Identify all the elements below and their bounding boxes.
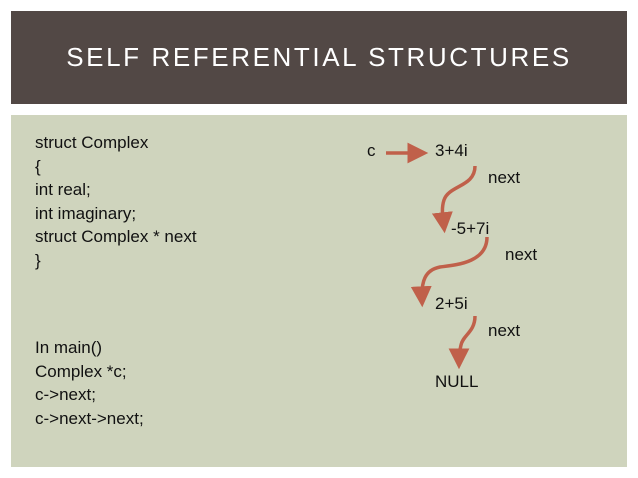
code-line: struct Complex * next: [35, 227, 197, 246]
content-panel: struct Complex { int real; int imaginary…: [11, 115, 627, 467]
code-line: c->next;: [35, 385, 96, 404]
struct-code-block: struct Complex { int real; int imaginary…: [35, 131, 197, 272]
code-line: }: [35, 250, 41, 270]
main-code-block: In main() Complex *c; c->next; c->next->…: [35, 336, 144, 430]
pointer-label: c: [367, 141, 376, 160]
code-line: c->next->next;: [35, 408, 144, 428]
code-line: {: [35, 156, 41, 176]
next-label-2: next: [505, 245, 538, 264]
null-node: NULL: [435, 372, 479, 391]
node-1: 3+4i: [435, 141, 468, 160]
linked-list-arrows: [386, 142, 489, 370]
node-3: 2+5i: [435, 294, 468, 313]
link-arrow-3: [448, 315, 477, 370]
link-arrow-1: [431, 165, 477, 234]
title-bar: SELF REFERENTIAL STRUCTURES: [11, 11, 627, 104]
code-line: int real;: [35, 180, 91, 199]
next-label-3: next: [488, 321, 521, 340]
code-line: int imaginary;: [35, 203, 137, 223]
slide-title: SELF REFERENTIAL STRUCTURES: [66, 42, 572, 72]
code-line: In main(): [35, 338, 103, 357]
code-line: struct Complex: [35, 133, 149, 152]
link-arrow-2: [410, 236, 489, 308]
code-line: Complex *c;: [35, 361, 127, 381]
node-2: -5+7i: [451, 219, 490, 238]
next-label-1: next: [488, 168, 521, 187]
